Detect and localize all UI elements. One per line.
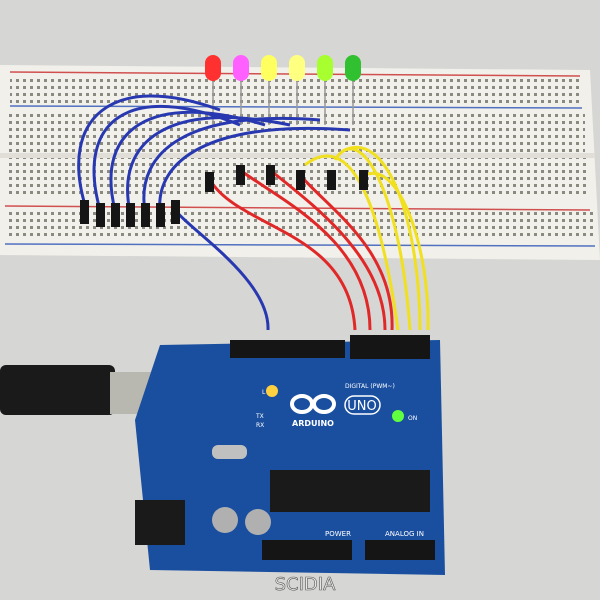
analog-label: ANALOG IN	[385, 530, 424, 538]
model-label: UNO	[347, 399, 376, 414]
on-label: ON	[408, 415, 417, 422]
tx-label: TX	[255, 413, 264, 420]
arduino-logo	[290, 394, 336, 414]
wire-ends	[80, 165, 368, 227]
arduino-board: UNO ARDUINO DIGITAL (PWM~) TX RX ON L PO…	[135, 335, 445, 575]
led	[289, 55, 305, 81]
l-label: L	[262, 389, 266, 396]
on-led	[392, 410, 404, 422]
digital-label: DIGITAL (PWM~)	[345, 383, 395, 390]
led	[317, 55, 333, 81]
led	[261, 55, 277, 81]
brand-label: ARDUINO	[292, 419, 334, 428]
power-label: POWER	[325, 530, 351, 538]
red-wires	[208, 168, 394, 331]
rx-label: RX	[256, 422, 264, 429]
led-row	[205, 55, 361, 125]
led	[233, 55, 249, 81]
breadboard	[0, 65, 600, 260]
led	[205, 55, 221, 81]
l-led	[266, 385, 278, 397]
led	[345, 55, 361, 81]
blue-wires	[77, 94, 351, 331]
watermark: SCIDIA	[275, 574, 336, 595]
